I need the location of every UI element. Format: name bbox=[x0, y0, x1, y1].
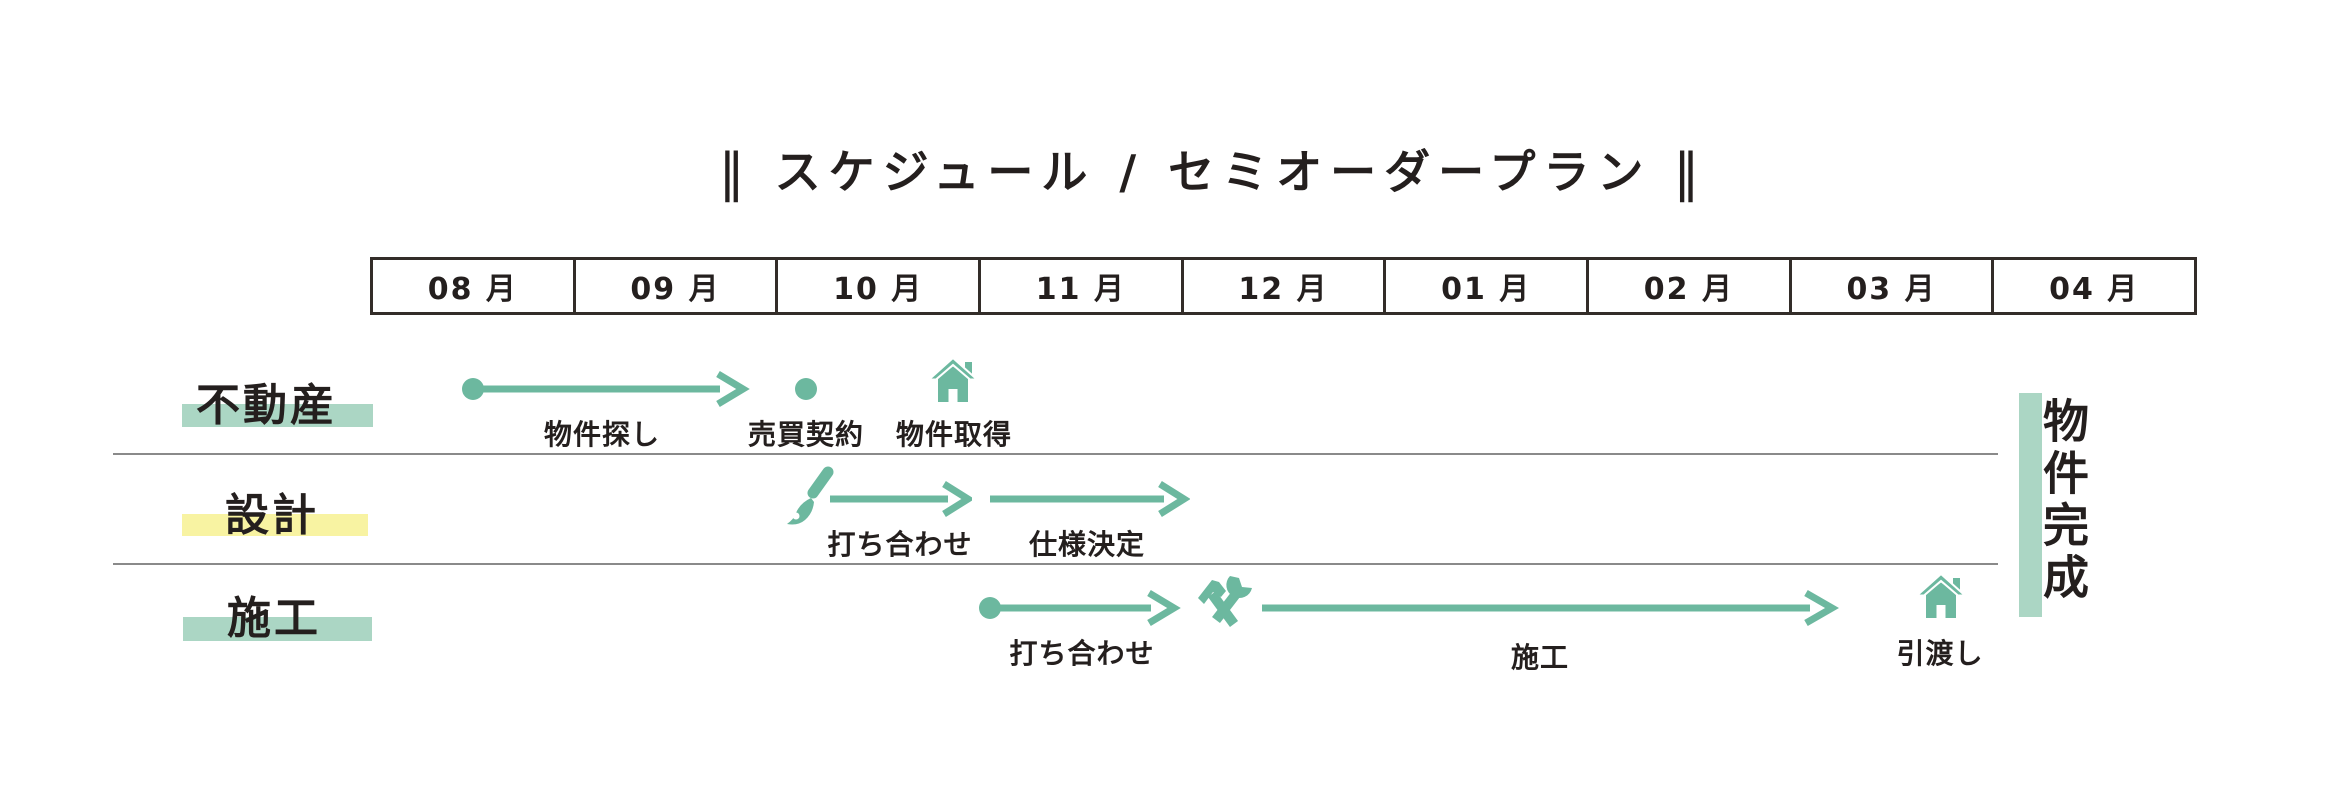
row-label-real-estate: 不動産 bbox=[196, 380, 337, 431]
page-title: ‖ スケジュール / セミオーダープラン ‖ bbox=[718, 136, 1708, 203]
month-cell: 02 月 bbox=[1586, 260, 1789, 312]
row-highlight-bar bbox=[182, 404, 373, 427]
row-label-design: 設計 bbox=[225, 490, 319, 541]
event-label: 施工 bbox=[1510, 641, 1569, 674]
event-label: 物件探し bbox=[543, 418, 660, 451]
title-right-bars: ‖ bbox=[1673, 143, 1708, 203]
house-icon bbox=[929, 358, 977, 402]
timeline-arrow bbox=[462, 370, 750, 408]
month-cell: 10 月 bbox=[775, 260, 978, 312]
title-left-bars: ‖ bbox=[718, 143, 753, 203]
row-label-construction: 施工 bbox=[227, 593, 321, 644]
timeline-arrow bbox=[830, 481, 972, 517]
row-highlight-bar bbox=[182, 514, 368, 536]
brush-icon bbox=[787, 466, 834, 525]
event-label: 売買契約 bbox=[747, 418, 864, 451]
event-label: 引渡し bbox=[1896, 637, 1984, 670]
month-header: 08 月 09 月 10 月 11 月 12 月 01 月 02 月 03 月 … bbox=[370, 257, 2197, 315]
timeline-arrow bbox=[979, 589, 1181, 627]
month-cell: 09 月 bbox=[572, 260, 776, 312]
milestone-label: 物件完成 bbox=[2036, 397, 2090, 605]
milestone-highlight-bar bbox=[2019, 393, 2042, 617]
tools-icon bbox=[1198, 576, 1252, 627]
event-label: 物件取得 bbox=[895, 418, 1012, 451]
house-icon bbox=[1917, 574, 1965, 618]
month-cell: 04 月 bbox=[1991, 260, 2194, 312]
event-label: 打ち合わせ bbox=[1009, 637, 1155, 670]
timeline-arrow bbox=[1262, 589, 1840, 627]
month-cell: 03 月 bbox=[1788, 260, 1992, 312]
row-separator bbox=[113, 453, 1998, 455]
row-highlight-bar bbox=[183, 617, 372, 641]
timeline-arrow bbox=[990, 481, 1190, 517]
title-text: スケジュール / セミオーダープラン bbox=[774, 145, 1652, 199]
event-label: 打ち合わせ bbox=[827, 528, 973, 561]
month-cell: 12 月 bbox=[1180, 260, 1384, 312]
event-label: 仕様決定 bbox=[1028, 528, 1145, 561]
milestone-dot bbox=[795, 378, 817, 400]
month-cell: 11 月 bbox=[978, 260, 1181, 312]
row-separator bbox=[113, 563, 1998, 565]
month-cell: 01 月 bbox=[1383, 260, 1586, 312]
month-cell: 08 月 bbox=[427, 272, 518, 307]
